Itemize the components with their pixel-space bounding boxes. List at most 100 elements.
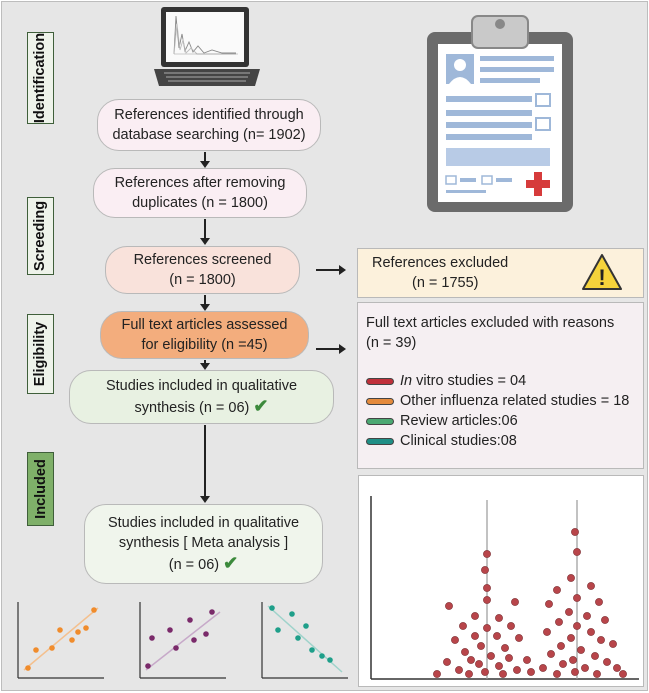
strip-plot-dot <box>593 670 601 678</box>
arrow-duplicates-to-screened <box>200 219 210 245</box>
strip-plot-dot <box>465 670 473 678</box>
check-icon: ✔ <box>223 553 239 573</box>
meta-analysis-box: Studies included in qualitative synthesi… <box>84 504 323 584</box>
stage-label-identification: Identification <box>27 32 54 124</box>
strip-plot-dot <box>567 574 575 582</box>
excluded-reason-text: vitro studies = 04 <box>412 373 527 389</box>
arrow-screened-to-fulltext <box>200 295 210 311</box>
excluded-reason-item: In vitro studies = 04 <box>366 371 635 391</box>
arrow-fulltext-to-reasons <box>316 344 346 354</box>
strip-plot-dot <box>505 654 513 662</box>
references-identified-box: References identified through database s… <box>97 99 321 151</box>
strip-plot-dot <box>471 632 479 640</box>
strip-plot-dot <box>597 636 605 644</box>
strip-plot-dot <box>573 594 581 602</box>
scatter-thumbnail-teal <box>261 602 348 679</box>
strip-plot-dot <box>487 652 495 660</box>
strip-plot-dot <box>569 656 577 664</box>
strip-plot-dot <box>557 642 565 650</box>
strip-plot-dot <box>511 598 519 606</box>
strip-plot-dot <box>475 660 483 668</box>
strip-plot-dot <box>507 622 515 630</box>
strip-plot-dot <box>515 634 523 642</box>
strip-plot-dot <box>523 656 531 664</box>
strip-plot-dot <box>559 660 567 668</box>
arrow-qualitative-to-meta <box>200 425 210 503</box>
references-screened-box: References screened (n = 1800) <box>105 246 300 294</box>
strip-plot-dot <box>481 668 489 676</box>
legend-swatch-icon <box>366 377 394 385</box>
strip-plot-dot <box>573 548 581 556</box>
references-after-duplicates-box: References after removing duplicates (n … <box>93 168 307 218</box>
strip-plot-dot <box>603 658 611 666</box>
strip-plot-dot <box>587 582 595 590</box>
scatter-thumbnail-purple <box>139 602 226 679</box>
strip-plot-dot <box>573 622 581 630</box>
excluded-reason-italic: In <box>400 373 413 389</box>
legend-swatch-icon <box>366 417 394 425</box>
strip-plot-dot <box>471 612 479 620</box>
stage-label-included: Included <box>27 452 54 526</box>
strip-plot-dot <box>595 598 603 606</box>
strip-plot-dot <box>483 584 491 592</box>
strip-plot-dot <box>501 644 509 652</box>
strip-plot-dot <box>483 596 491 604</box>
strip-plot-dot <box>555 618 563 626</box>
warning-icon: ! <box>582 254 622 290</box>
strip-plot-dot <box>445 602 453 610</box>
svg-text:!: ! <box>598 265 605 290</box>
check-icon: ✔ <box>253 396 269 416</box>
strip-plot-dot <box>443 658 451 666</box>
strip-plot-dot <box>483 550 491 558</box>
strip-plot-dot <box>577 646 585 654</box>
scatter-thumbnail-orange <box>17 602 104 679</box>
strip-plot-dot <box>451 636 459 644</box>
excluded-reason-text: Review articles:06 <box>400 413 518 429</box>
strip-plot-dot <box>513 666 521 674</box>
strip-plot-panel <box>358 475 644 687</box>
strip-plot-dot <box>571 668 579 676</box>
excluded-reasons-box: Full text articles excluded with reasons… <box>357 302 644 469</box>
stage-label-screening: Screeding <box>27 197 54 275</box>
excluded-reason-text: Clinical studies:08 <box>400 433 517 449</box>
excluded-reason-item: Clinical studies:08 <box>366 431 635 451</box>
excluded-reasons-list: In vitro studies = 04 Other influenza rel… <box>366 371 635 451</box>
strip-plot-dot <box>539 664 547 672</box>
strip-plot-dot <box>495 662 503 670</box>
strip-plot-dot <box>565 608 573 616</box>
strip-plot-dot <box>499 670 507 678</box>
strip-plot-dot <box>553 670 561 678</box>
full-text-assessed-box: Full text articles assessed for eligibil… <box>100 311 309 359</box>
strip-plot-dot <box>545 600 553 608</box>
strip-plot-dot <box>601 616 609 624</box>
excluded-reason-text: Other influenza related studies = 18 <box>400 393 630 409</box>
qualitative-synthesis-box: Studies included in qualitative synthesi… <box>69 370 334 424</box>
arrow-identified-to-duplicates <box>200 152 210 168</box>
strip-plot-dot <box>609 640 617 648</box>
strip-plot-dot <box>461 648 469 656</box>
strip-plot-dot <box>467 656 475 664</box>
laptop-icon <box>154 7 260 86</box>
arrow-screened-to-excluded <box>316 265 346 275</box>
strip-plot-dot <box>495 614 503 622</box>
strip-plot-dot <box>547 650 555 658</box>
strip-plot-dot <box>571 528 579 536</box>
strip-plot-dot <box>587 628 595 636</box>
strip-plot-dot <box>477 642 485 650</box>
strip-plot-dot <box>553 586 561 594</box>
strip-plot-dot <box>583 612 591 620</box>
strip-plot-dot <box>581 664 589 672</box>
strip-plot-dot <box>543 628 551 636</box>
strip-plot-dot <box>619 670 627 678</box>
excluded-reason-item: Review articles:06 <box>366 411 635 431</box>
arrow-fulltext-to-qualitative <box>200 360 210 370</box>
legend-swatch-icon <box>366 397 394 405</box>
strip-plot <box>370 496 639 680</box>
strip-plot-dot <box>433 670 441 678</box>
excluded-reasons-title: Full text articles excluded with reasons <box>366 315 615 331</box>
stage-label-eligibility: Eligibility <box>27 314 54 394</box>
strip-plot-dot <box>591 652 599 660</box>
legend-swatch-icon <box>366 437 394 445</box>
strip-plot-dot <box>455 666 463 674</box>
